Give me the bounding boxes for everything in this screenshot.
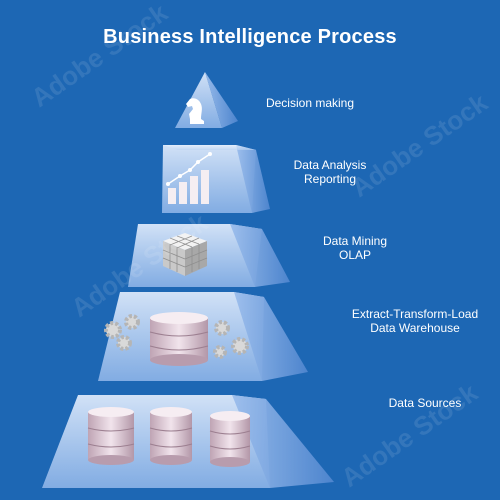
cube-icon: [162, 233, 208, 276]
database-icon: [149, 312, 209, 366]
page-title: Business Intelligence Process: [103, 26, 397, 48]
level-label-data-sources: Data Sources: [370, 396, 480, 410]
level-label-line: OLAP: [338, 248, 371, 262]
database-gears-icon: [104, 312, 249, 366]
level-label-etl: Extract-Transform-Load Data Warehouse: [340, 307, 490, 335]
level-label-line: Data Warehouse: [370, 321, 460, 335]
level-label-data-analysis: Data Analysis Reporting: [275, 158, 385, 186]
pyramid-level-data-mining: [128, 224, 290, 287]
level-label-line: Decision making: [265, 96, 355, 110]
chess-knight-icon: [186, 98, 204, 124]
pyramid-level-data-sources: [42, 395, 334, 488]
level-label-decision-making: Decision making: [250, 96, 370, 110]
level-label-line: Reporting: [303, 172, 357, 186]
level-label-data-mining: Data Mining OLAP: [305, 234, 405, 262]
database-icon: [209, 411, 251, 467]
label-underlines: [240, 112, 490, 412]
level-label-line: Data Mining: [322, 234, 388, 248]
pyramid-level-data-analysis: [162, 145, 270, 213]
gear-icon: [104, 314, 249, 359]
bar-chart-icon: [166, 152, 212, 204]
level-label-line: Data Sources: [388, 396, 462, 410]
level-label-line: Data Analysis: [293, 158, 367, 172]
pyramid-level-etl: [98, 292, 308, 381]
level-label-line: Extract-Transform-Load: [351, 307, 479, 321]
database-icon: [87, 407, 135, 465]
database-icon: [149, 407, 193, 465]
pyramid-level-decision-making: [175, 72, 238, 128]
